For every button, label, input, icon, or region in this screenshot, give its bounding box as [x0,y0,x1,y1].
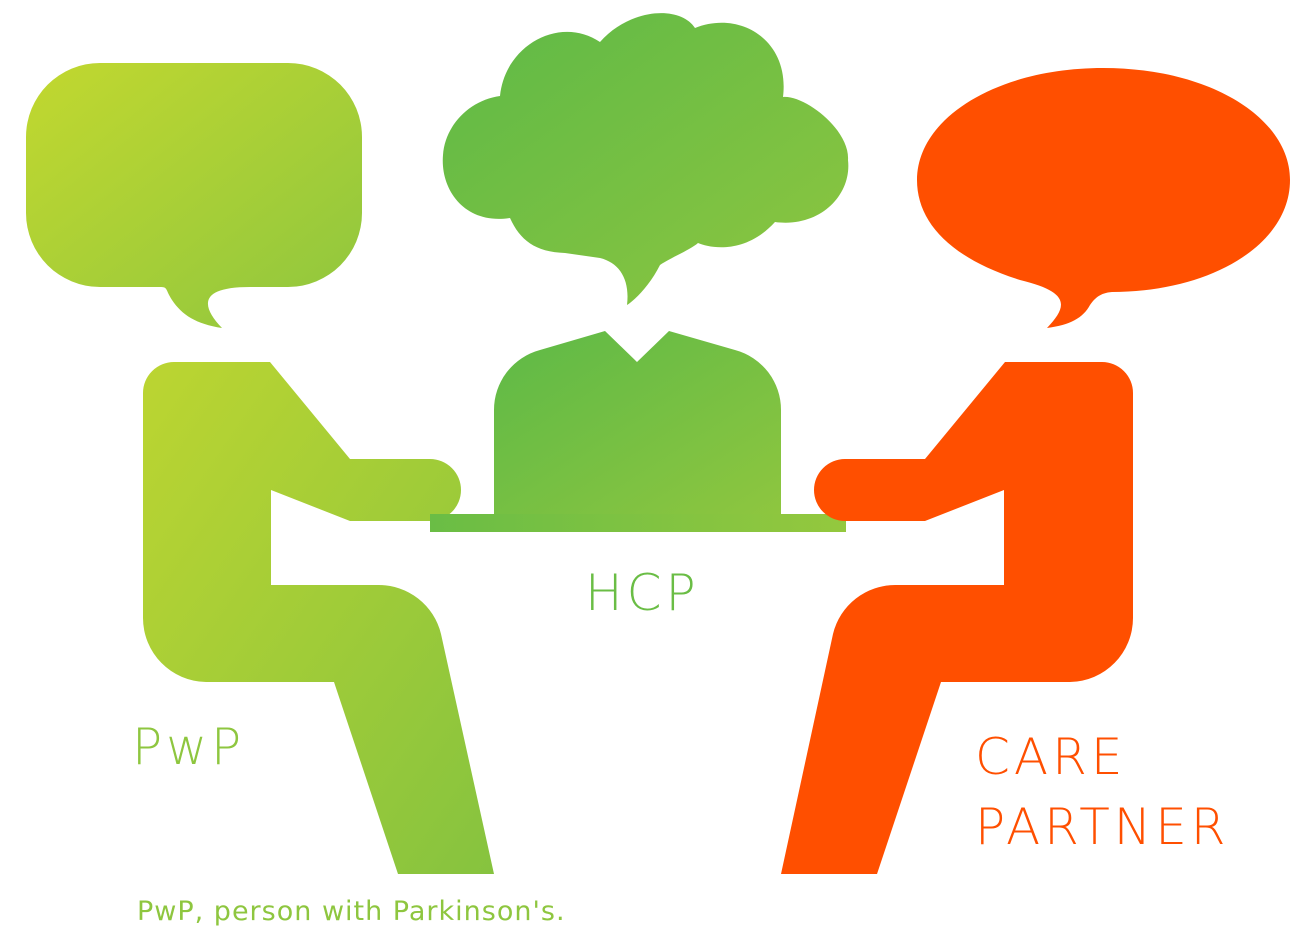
hcp-thought-cloud-icon [442,13,849,305]
care-partner-label: CARE PARTNER [975,722,1230,862]
hcp-label: HCP [585,564,700,622]
pwp-label: PwP [132,718,246,776]
hcp-figure-icon [493,331,782,514]
care-partner-label-line1: CARE [975,728,1127,786]
footnote: PwP, person with Parkinson's. [137,896,566,927]
pwp-speech-bubble-icon [26,63,362,328]
table-icon [430,514,846,532]
care-partner-speech-bubble-icon [917,68,1290,328]
care-partner-figure-icon [781,362,1133,874]
care-partner-label-line2: PARTNER [975,798,1230,856]
pwp-figure-icon [143,362,494,874]
